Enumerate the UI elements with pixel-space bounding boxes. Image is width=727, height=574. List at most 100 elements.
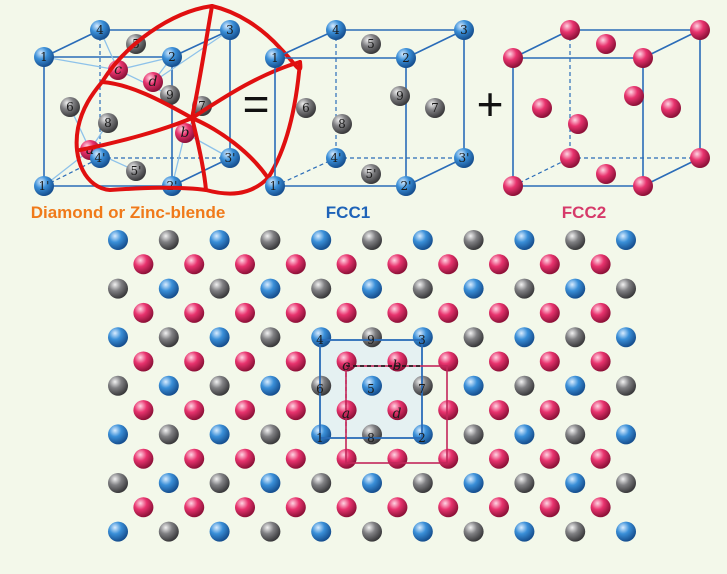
atom-4	[90, 20, 110, 40]
lattice-gray-atom	[463, 230, 484, 250]
label-9: 9	[166, 88, 174, 102]
lattice-pink-atom	[285, 448, 306, 469]
lattice-label-6: 6	[316, 382, 324, 396]
fcc1-label-9: 9	[396, 89, 404, 103]
lattice-pink-atom	[133, 497, 154, 518]
lattice-projection	[108, 230, 636, 542]
label-1: 1	[40, 50, 48, 64]
lattice-gray-atom	[260, 327, 281, 348]
lattice-blue-atom	[158, 473, 179, 493]
diamond-caption: Diamond or Zinc-blende	[31, 203, 226, 222]
lattice-blue-atom	[362, 278, 382, 299]
lattice-blue-atom	[463, 473, 484, 493]
lattice-pink-atom	[590, 448, 611, 469]
lattice-pink-atom	[184, 351, 205, 372]
fcc1-label-2p: 2'	[401, 179, 412, 193]
fcc1-label-1p: 1'	[270, 179, 281, 193]
atom-4p	[90, 148, 110, 168]
fcc1-label-6: 6	[302, 101, 310, 115]
fcc1-caption: FCC1	[326, 203, 370, 222]
lattice-gray-atom	[108, 375, 128, 396]
lattice-pink-atom	[489, 448, 509, 469]
lattice-blue-atom	[260, 473, 281, 493]
label-5p: 5'	[131, 164, 142, 178]
lattice-gray-atom	[514, 473, 535, 493]
lattice-blue-atom	[209, 521, 230, 542]
lattice-pink-atom	[235, 302, 255, 323]
lattice-pink-atom	[184, 302, 205, 323]
lattice-pink-atom	[285, 254, 306, 275]
lattice-blue-atom	[209, 327, 230, 348]
fcc1-label-3: 3	[460, 23, 468, 37]
atom-d	[143, 72, 163, 92]
lattice-gray-atom	[260, 424, 281, 445]
lattice-gray-atom	[158, 521, 179, 542]
lattice-blue-atom	[260, 375, 281, 396]
lattice-pink-atom	[133, 448, 154, 469]
lattice-blue-atom	[514, 521, 535, 542]
fcc2-caption: FCC2	[562, 203, 606, 222]
lattice-pink-atom	[336, 254, 357, 275]
equals-sign: =	[243, 78, 270, 130]
label-8: 8	[104, 116, 112, 130]
lattice-pink-atom	[235, 497, 255, 518]
label-4p: 4'	[95, 151, 106, 165]
diamond-unit-cell: 1 2 2' 1' 4 3 3' 4' 5 6 7 8 9 5' a b c d	[34, 20, 240, 196]
lattice-pink-atom	[539, 400, 560, 421]
lattice-pink-atom	[336, 302, 357, 323]
lattice-pink-atom	[387, 302, 408, 323]
lattice-blue-atom	[108, 230, 128, 250]
atom-1p	[34, 176, 54, 196]
fcc1-unit-cell: 1 2 2' 1' 4 3 3' 4' 5 6 7 8 9 5'	[265, 20, 474, 196]
lattice-gray-atom	[463, 327, 484, 348]
lattice-pink-atom	[133, 351, 154, 372]
lattice-blue-atom	[412, 230, 433, 250]
lattice-pink-atom	[184, 400, 205, 421]
label-7: 7	[198, 99, 206, 113]
lattice-label-7: 7	[418, 382, 426, 396]
lattice-gray-atom	[108, 278, 128, 299]
lattice-pink-atom	[285, 302, 306, 323]
lattice-gray-atom	[362, 327, 382, 348]
lattice-pink-atom	[438, 400, 459, 421]
lattice-blue-atom	[616, 327, 636, 348]
lattice-gray-atom	[311, 375, 332, 396]
lattice-blue-atom	[362, 375, 382, 396]
lattice-gray-atom	[311, 278, 332, 299]
plus-sign: +	[477, 78, 504, 130]
label-3p: 3'	[225, 151, 236, 165]
lattice-blue-atom	[616, 424, 636, 445]
lattice-pink-atom	[133, 400, 154, 421]
lattice-gray-atom	[463, 424, 484, 445]
lattice-blue-atom	[514, 424, 535, 445]
lattice-gray-atom	[209, 473, 230, 493]
lattice-blue-atom	[616, 230, 636, 250]
lattice-pink-atom	[387, 400, 408, 421]
lattice-pink-atom	[489, 351, 509, 372]
lattice-blue-atom	[311, 424, 332, 445]
lattice-label-b: b	[393, 358, 402, 374]
lattice-pink-atom	[133, 254, 154, 275]
lattice-blue-atom	[362, 473, 382, 493]
label-3: 3	[226, 23, 234, 37]
lattice-pink-atom	[590, 497, 611, 518]
lattice-blue-atom	[158, 278, 179, 299]
label-d: d	[149, 74, 158, 90]
lattice-label-c: c	[342, 358, 350, 374]
lattice-blue-atom	[514, 327, 535, 348]
lattice-gray-atom	[260, 521, 281, 542]
lattice-pink-atom	[539, 351, 560, 372]
lattice-pink-atom	[539, 448, 560, 469]
lattice-gray-atom	[565, 327, 586, 348]
atom-3p	[220, 148, 240, 168]
lattice-pink-atom	[539, 254, 560, 275]
lattice-pink-atom	[590, 302, 611, 323]
lattice-pink-atom	[387, 254, 408, 275]
lattice-pink-atom	[590, 351, 611, 372]
fcc2-unit-cell	[503, 20, 710, 196]
lattice-pink-atom	[438, 302, 459, 323]
lattice-label-5: 5	[367, 382, 375, 396]
lattice-gray-atom	[209, 278, 230, 299]
lattice-pink-atom	[590, 400, 611, 421]
fcc1-label-5: 5	[367, 37, 375, 51]
